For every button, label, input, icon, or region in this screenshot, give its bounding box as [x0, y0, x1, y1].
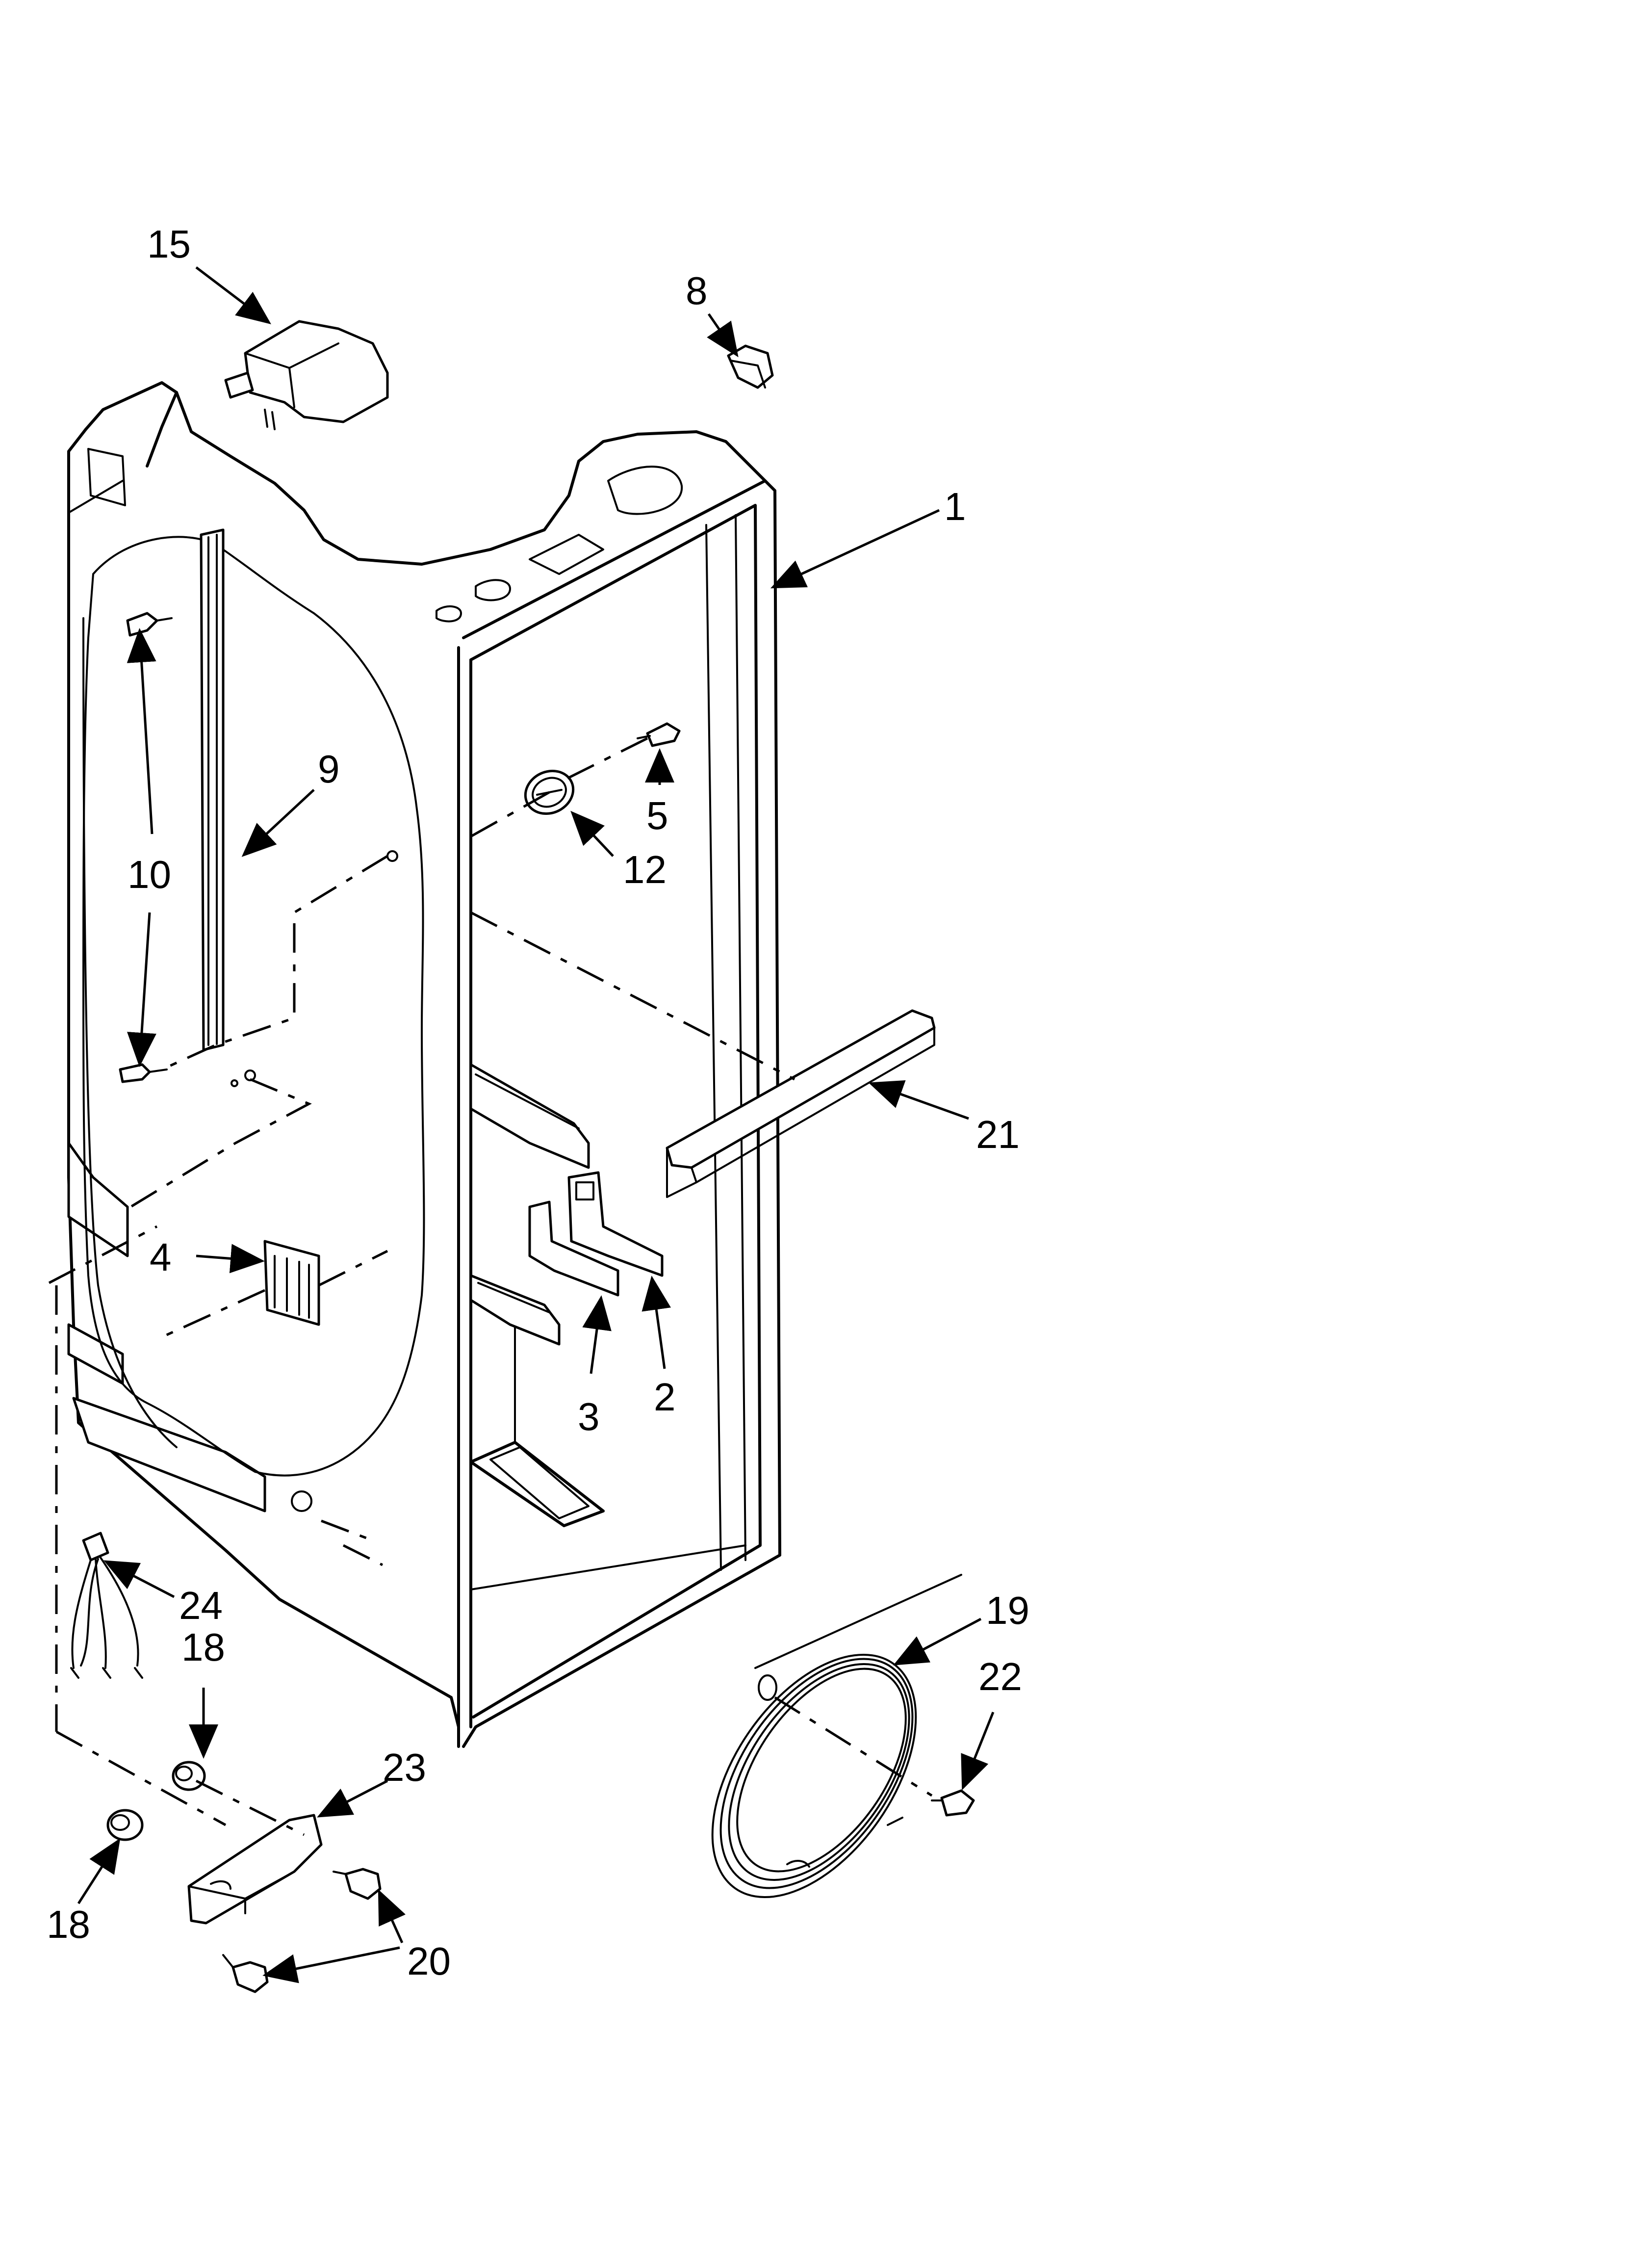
- bracket-part-2: [567, 1171, 664, 1277]
- callout-22: 22: [978, 1655, 1022, 1698]
- rail-part-9: [200, 528, 225, 1051]
- harness-part-24: [70, 1532, 143, 1679]
- callout-20: 20: [407, 1939, 451, 1983]
- clip-part-8: [727, 344, 774, 389]
- callout-3: 3: [578, 1395, 600, 1438]
- grommet-part-18-lower: [106, 1809, 144, 1841]
- screw-part-20-lower: [222, 1954, 269, 1993]
- callout-18-upper: 18: [181, 1625, 225, 1669]
- bracket-part-3: [528, 1200, 619, 1297]
- callout-18-lower: 18: [47, 1903, 90, 1946]
- vent-part-4: [263, 1240, 320, 1326]
- callout-10: 10: [128, 853, 171, 896]
- callout-23: 23: [383, 1746, 426, 1789]
- callout-19: 19: [986, 1589, 1029, 1632]
- screw-part-10: [119, 612, 173, 1083]
- water-line-part-19: [711, 1574, 962, 1899]
- screw-part-5: [637, 722, 681, 747]
- callout-9: 9: [318, 747, 340, 791]
- callout-labels: 15 8 1 9 10 5 12 21 4 3 2 24 18 23 19 22…: [47, 222, 1029, 1983]
- cabinet-liner: [67, 381, 781, 1748]
- explosion-lines: [48, 505, 933, 1836]
- callout-24: 24: [179, 1584, 223, 1627]
- callout-21: 21: [976, 1113, 1020, 1156]
- leader-lines: [77, 266, 995, 1983]
- callout-12: 12: [623, 848, 667, 891]
- callout-15: 15: [147, 222, 191, 266]
- callout-1: 1: [944, 485, 966, 528]
- callout-2: 2: [654, 1375, 676, 1419]
- callout-8: 8: [686, 269, 708, 313]
- callout-4: 4: [150, 1235, 172, 1279]
- screw-part-20-upper: [333, 1868, 382, 1900]
- callout-5: 5: [646, 794, 668, 837]
- grommet-part-18-upper: [172, 1761, 206, 1791]
- bar-part-21: [666, 1009, 936, 1198]
- screw-part-22: [931, 1789, 975, 1817]
- bracket-part-23: [187, 1814, 323, 1925]
- housing-part-15: [224, 320, 389, 430]
